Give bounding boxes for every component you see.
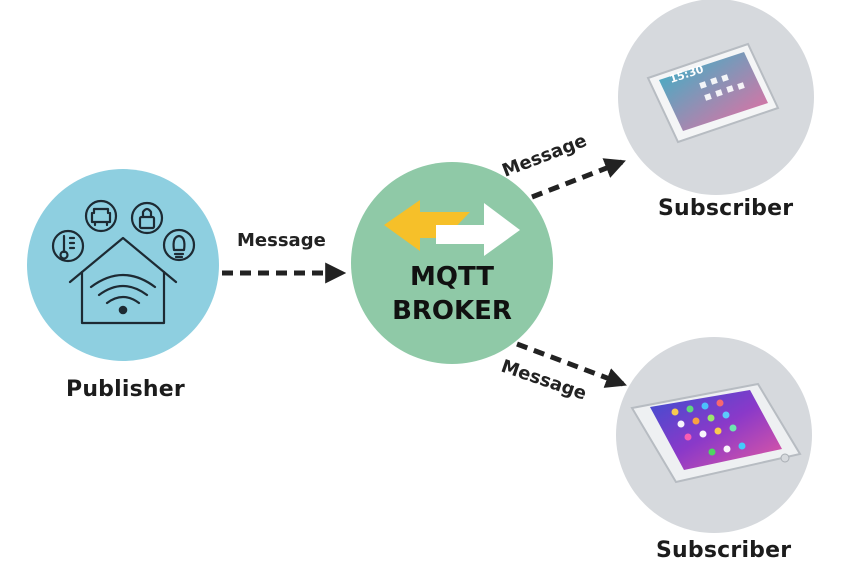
phone-icon (630, 382, 802, 484)
edge-label-broker-to-bottom: Message (498, 356, 589, 405)
publisher-label: Publisher (66, 377, 185, 402)
publisher-circle (27, 169, 219, 361)
smart-home-icon (51, 199, 196, 325)
publisher-node (27, 169, 219, 361)
edge-label-broker-to-top: Message (499, 130, 589, 181)
broker-label-line2: BROKER (392, 296, 512, 326)
broker-node (351, 162, 553, 364)
subscriber-top-label: Subscriber (658, 196, 794, 221)
yellow-arrow-icon (384, 200, 470, 251)
edge-label-publisher-to-broker: Message (237, 230, 326, 251)
subscriber-bottom-label: Subscriber (656, 538, 792, 563)
edge-broker-to-top (531, 158, 626, 200)
subscriber-bottom-node (616, 337, 812, 533)
tablet-icon: 15:30 (646, 42, 780, 144)
white-arrow-icon (436, 203, 520, 256)
edge-broker-to-bottom (516, 341, 627, 388)
broker-label: MQTT BROKER (352, 260, 552, 328)
broker-circle (351, 162, 553, 364)
subscriber-top-node: 15:30 (618, 0, 814, 195)
broker-label-line1: MQTT (409, 262, 495, 292)
